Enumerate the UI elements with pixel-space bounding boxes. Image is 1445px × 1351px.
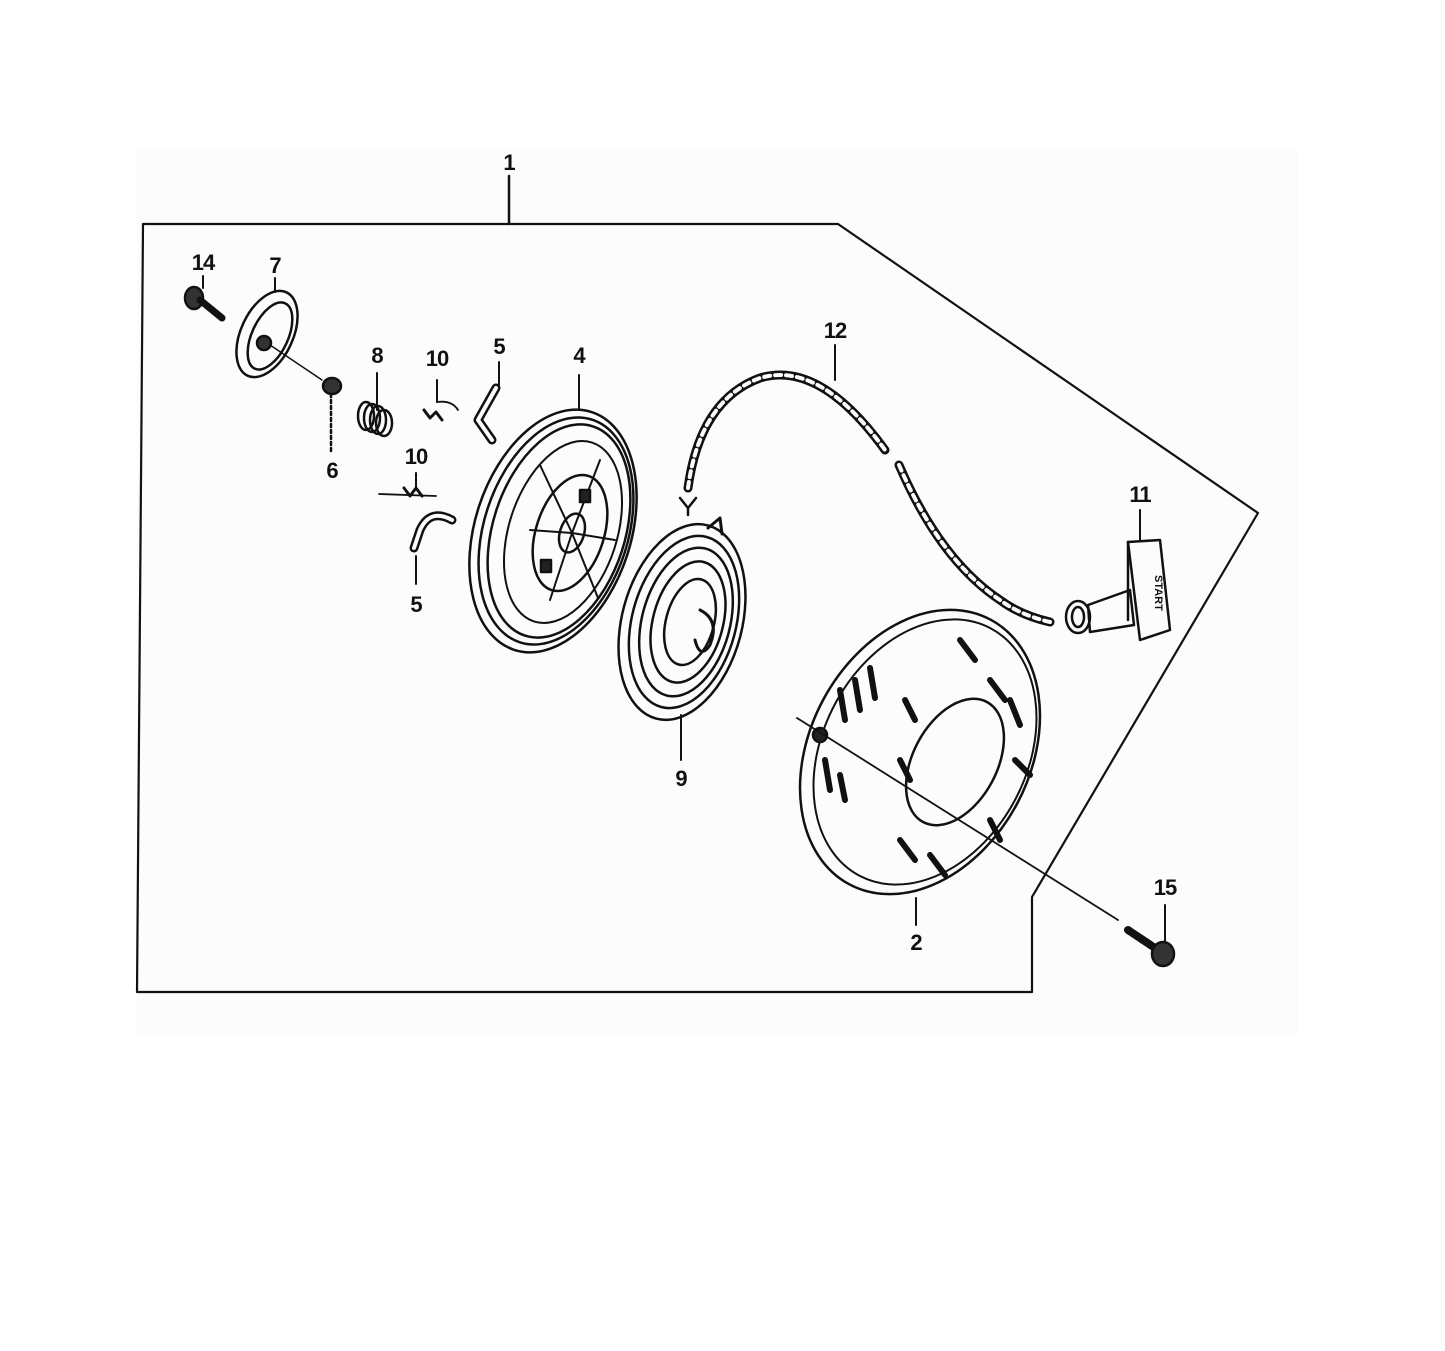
ratchet-spring-10a-icon	[422, 379, 459, 422]
callout-11: 11	[1129, 482, 1151, 507]
callout-5b: 5	[410, 592, 422, 617]
ratchet-guide-7-icon	[235, 277, 323, 381]
callout-15: 15	[1153, 875, 1178, 900]
starter-rope-12-icon	[678, 344, 1055, 627]
starter-grip-11-icon: START	[1064, 509, 1172, 642]
ratchet-5b-icon	[409, 511, 457, 585]
callout-8: 8	[371, 343, 383, 368]
diagram-background	[137, 150, 1298, 1035]
starter-case-2-icon	[796, 608, 1119, 926]
callout-5a: 5	[493, 334, 505, 359]
reel-4-icon	[468, 374, 638, 654]
callout-10a: 10	[425, 346, 450, 371]
svg-text:START: START	[1152, 575, 1164, 611]
ratchet-5a-icon	[473, 361, 501, 445]
flange-bolt-15-icon	[1124, 904, 1176, 968]
callout-2: 2	[910, 930, 922, 955]
ratchet-spring-10b-icon	[378, 472, 437, 498]
bolt-14-icon	[183, 275, 226, 322]
callout-12: 12	[823, 318, 848, 343]
callout-6: 6	[326, 458, 338, 483]
callout-14: 14	[191, 250, 216, 275]
recoil-spring-9-icon	[617, 516, 747, 761]
assembly-frame	[135, 222, 1260, 994]
callout-1: 1	[503, 150, 515, 175]
callout-4: 4	[573, 343, 585, 368]
callout-7: 7	[269, 253, 281, 278]
nut-6-icon	[321, 376, 343, 456]
callout-10b: 10	[404, 444, 429, 469]
friction-spring-8-icon	[356, 372, 394, 438]
callout-9: 9	[675, 766, 687, 791]
